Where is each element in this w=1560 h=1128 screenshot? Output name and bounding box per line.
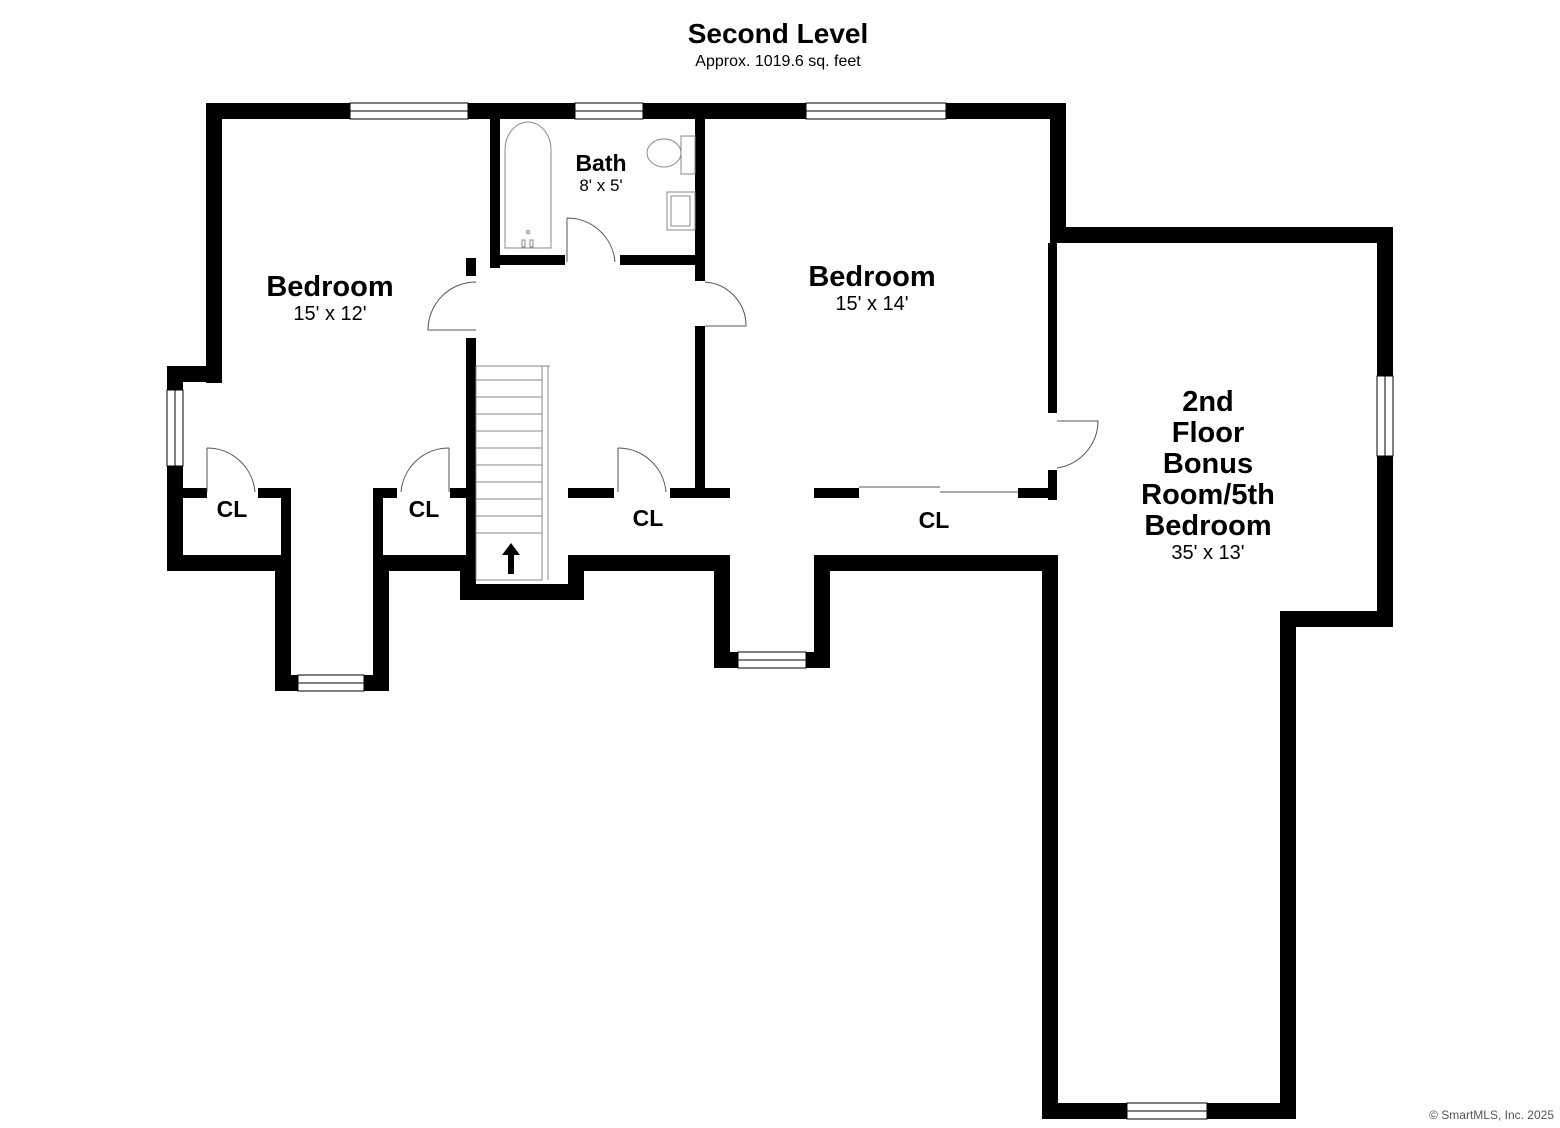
room-name-line: 2nd — [1182, 386, 1234, 418]
room-name-line: Floor — [1171, 417, 1245, 449]
room-label-bonus: 2nd Floor Bonus Room/5th Bedroom 35' x 1… — [1141, 386, 1275, 565]
room-name-line: Room/5th — [1141, 479, 1275, 511]
closet-label: CL — [216, 496, 248, 522]
room-dims: 8' x 5' — [579, 176, 623, 195]
room-dims: 15' x 12' — [293, 303, 367, 325]
stair-arrow-icon — [502, 543, 520, 574]
page-title: Second Level — [687, 18, 869, 49]
room-label-bath: Bath 8' x 5' — [575, 150, 626, 195]
stairs — [475, 365, 550, 581]
room-label-bedroom-right: Bedroom 15' x 14' — [808, 261, 936, 316]
closet-label: CL — [632, 505, 664, 531]
room-name: Bedroom — [808, 261, 936, 293]
closet-label: CL — [408, 496, 440, 522]
walls — [167, 103, 1393, 1119]
room-name: Bedroom — [266, 271, 394, 303]
room-name: Bath — [575, 150, 627, 176]
page-subtitle: Approx. 1019.6 sq. feet — [695, 53, 861, 70]
windows — [166, 102, 1394, 1120]
room-dims: 35' x 13' — [1171, 542, 1245, 564]
room-name-line: Bedroom — [1144, 510, 1272, 542]
room-dims: 15' x 14' — [835, 293, 909, 315]
room-name-line: Bonus — [1162, 448, 1254, 480]
room-label-bedroom-left: Bedroom 15' x 12' — [266, 271, 394, 326]
closet-label: CL — [918, 507, 950, 533]
doors — [206, 217, 1099, 493]
copyright-credit: © SmartMLS, Inc. 2025 — [1429, 1108, 1554, 1122]
bath-fixtures — [504, 121, 696, 249]
